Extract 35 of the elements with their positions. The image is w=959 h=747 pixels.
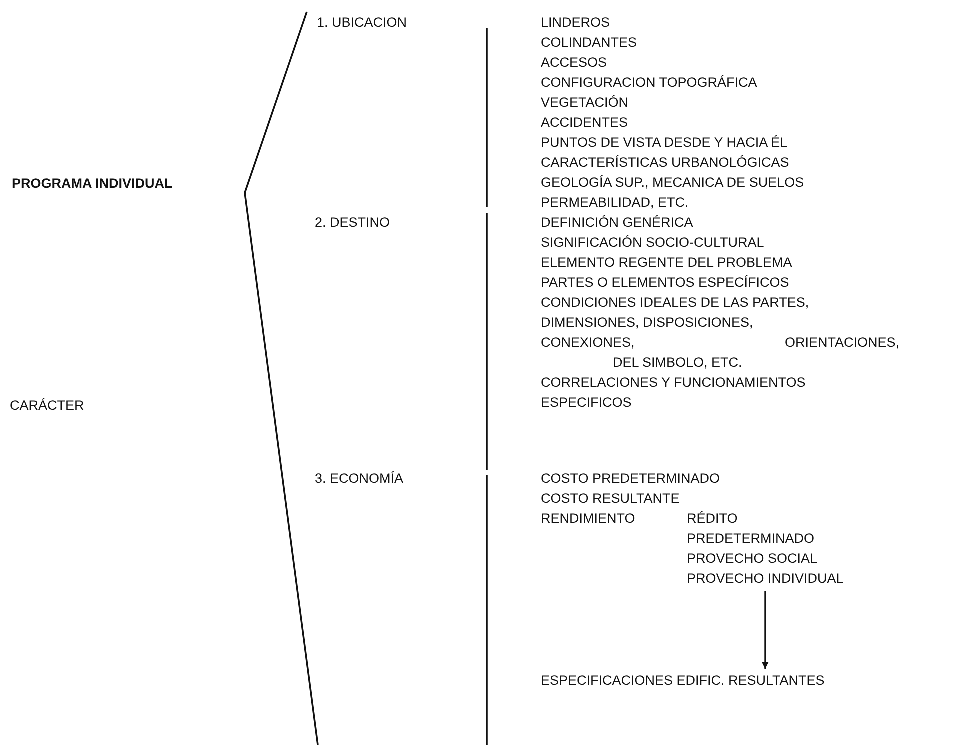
list-item: CONEXIONES, (541, 335, 635, 351)
list-item: RÉDITO (687, 511, 738, 527)
list-item: ELEMENTO REGENTE DEL PROBLEMA (541, 255, 792, 271)
list-item: CORRELACIONES Y FUNCIONAMIENTOS (541, 375, 806, 391)
list-item: CONDICIONES IDEALES DE LAS PARTES, (541, 295, 810, 311)
list-item: PUNTOS DE VISTA DESDE Y HACIA ÉL (541, 135, 788, 151)
result-text: ESPECIFICACIONES EDIFIC. RESULTANTES (541, 673, 825, 689)
section-heading: 1. UBICACION (317, 15, 408, 31)
list-item: RENDIMIENTO (541, 511, 636, 527)
list-item: DEL SIMBOLO, ETC. (613, 355, 742, 371)
list-item: ACCIDENTES (541, 115, 628, 131)
arrow (762, 591, 769, 669)
list-item: VEGETACIÓN (541, 95, 629, 111)
list-item: GEOLOGÍA SUP., MECANICA DE SUELOS (541, 175, 804, 191)
list-item: PARTES O ELEMENTOS ESPECÍFICOS (541, 275, 790, 291)
list-item: ORIENTACIONES, (785, 335, 900, 351)
list-item: PERMEABILIDAD, ETC. (541, 195, 689, 211)
list-item: ACCESOS (541, 55, 608, 71)
section-heading: 3. ECONOMÍA (315, 471, 404, 487)
list-item: DEFINICIÓN GENÉRICA (541, 215, 694, 231)
heading: PROGRAMA INDIVIDUAL (12, 176, 173, 192)
section-heading: 2. DESTINO (315, 215, 390, 231)
list-item: CONFIGURACION TOPOGRÁFICA (541, 75, 758, 91)
side-label: CARÁCTER (10, 398, 84, 414)
list-item: COSTO RESULTANTE (541, 491, 680, 507)
list-item: PROVECHO INDIVIDUAL (687, 571, 844, 587)
list-item: ESPECIFICOS (541, 395, 632, 411)
list-item: COSTO PREDETERMINADO (541, 471, 720, 487)
list-item: DIMENSIONES, DISPOSICIONES, (541, 315, 754, 331)
list-item: COLINDANTES (541, 35, 638, 51)
list-item: CARACTERÍSTICAS URBANOLÓGICAS (541, 155, 790, 171)
list-item: PREDETERMINADO (687, 531, 815, 547)
list-item: LINDEROS (541, 15, 610, 31)
list-item: PROVECHO SOCIAL (687, 551, 818, 567)
list-item: SIGNIFICACIÓN SOCIO-CULTURAL (541, 235, 764, 251)
